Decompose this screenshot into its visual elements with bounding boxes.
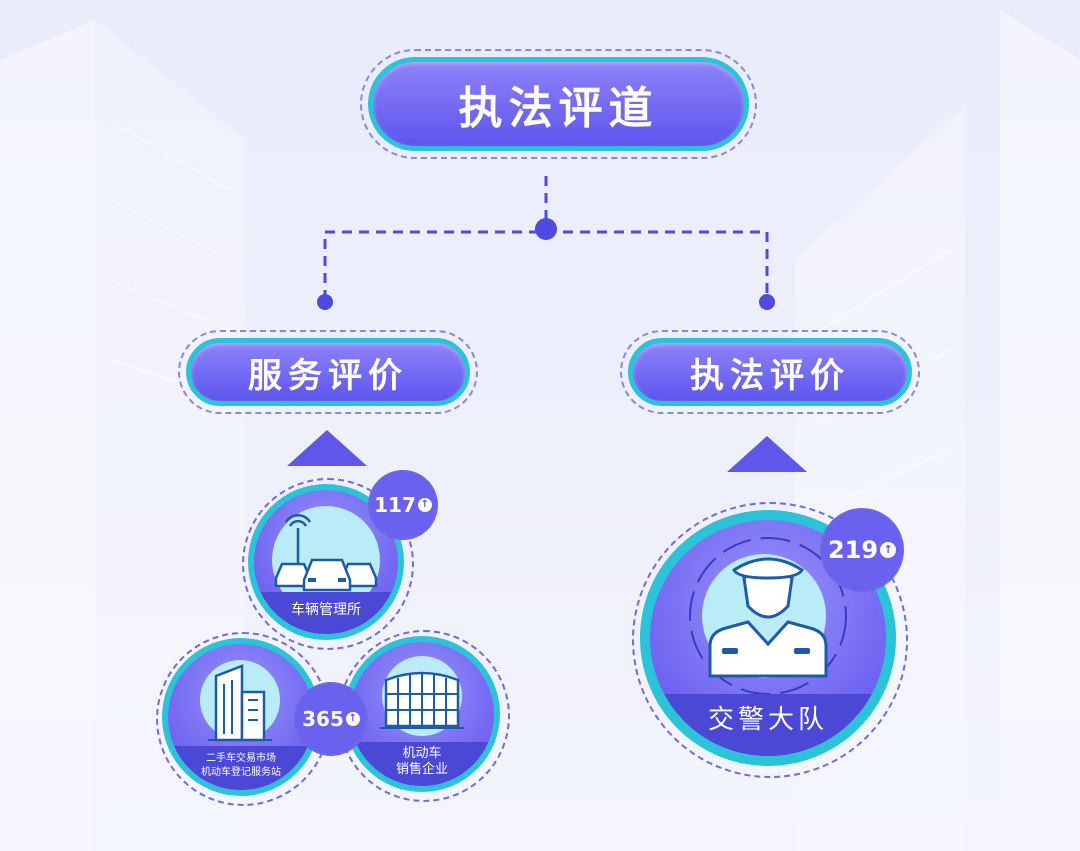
dealership-label-2: 销售企业	[395, 762, 448, 777]
root-title: 执法评道	[458, 83, 659, 134]
up-arrow-icon: ↑	[417, 498, 432, 512]
root-node: 执法评道	[360, 49, 757, 159]
used-car-market-label-2: 机动车登记服务站	[201, 767, 281, 778]
used-car-market-label-1: 二手车交易市场	[206, 753, 276, 764]
enforcement-evaluation-title: 执法评价	[690, 355, 850, 396]
used-car-market-count-badge: 365↑	[294, 682, 368, 756]
service-evaluation-node: 服务评价	[178, 330, 478, 414]
up-arrow-icon: ↑	[345, 712, 360, 726]
traffic-police-label: 交警大队	[707, 705, 828, 735]
vehicle-office-count-badge: 117↑	[368, 470, 438, 540]
up-arrow-right	[727, 436, 807, 472]
traffic-cars-icon	[272, 506, 380, 614]
service-evaluation-title: 服务评价	[248, 355, 408, 396]
dealership-label-1: 机动车	[402, 746, 442, 761]
up-arrow-left	[287, 430, 367, 466]
traffic-police-icon	[689, 537, 847, 695]
dealership-building-icon	[380, 656, 464, 736]
enforcement-evaluation-node: 执法评价	[620, 330, 920, 414]
traffic-police-count-badge: 219↑	[820, 508, 904, 592]
office-building-icon	[200, 660, 280, 742]
up-arrow-icon: ↑	[880, 542, 897, 558]
vehicle-office-label: 车辆管理所	[291, 602, 361, 618]
